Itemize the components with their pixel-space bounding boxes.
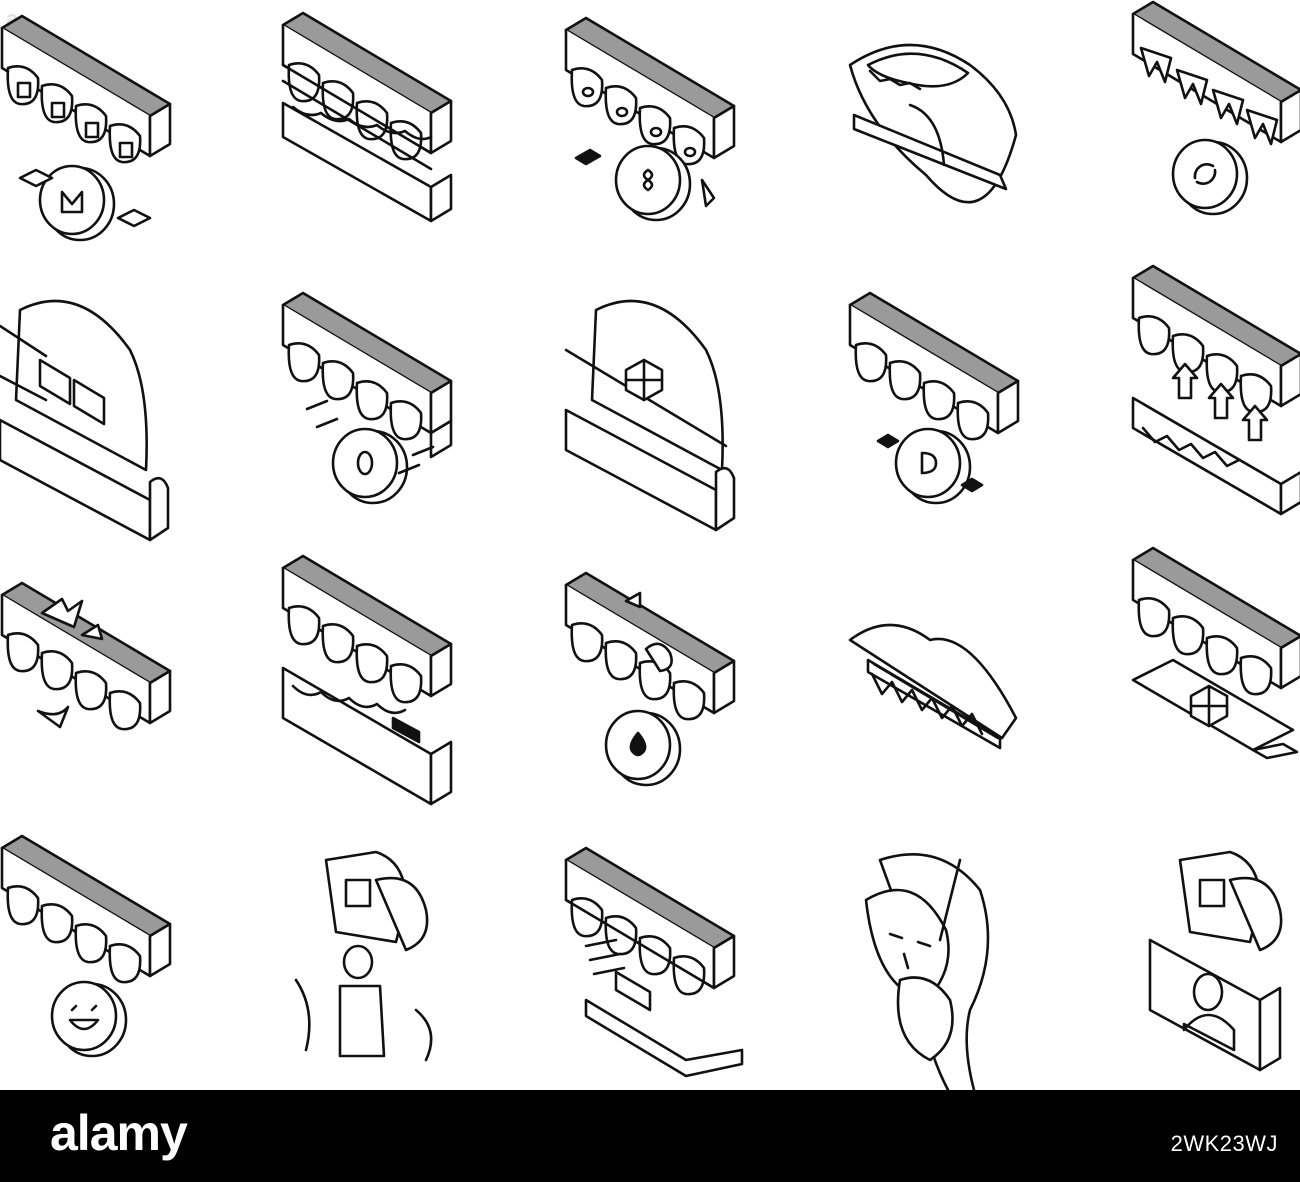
teeth-braces-wire-icon [281, 11, 453, 223]
alamy-logo[interactable]: alamy [50, 1105, 188, 1161]
teeth-ceramic-bracket-icon [281, 291, 453, 505]
teeth-broken-bracket-icon [0, 581, 172, 731]
tooth-bracket-closeup-icon [0, 299, 170, 542]
teeth-elastic-emblem-icon [564, 16, 736, 222]
mouth-brace-tool-icon [848, 43, 1018, 204]
teeth-bracket-pliers-icon [1131, 546, 1300, 760]
image-id-label: 2WK23WJ [1170, 1131, 1278, 1156]
teeth-overbite-jaws-icon [281, 554, 453, 806]
icon-grid [0, 0, 1300, 1090]
teeth-brush-cleaning-icon [564, 846, 744, 1078]
dental-consultation-monitor-icon [1148, 850, 1283, 1072]
woman-toothache-icon [864, 852, 990, 1090]
smile-braces-lips-icon [848, 623, 1018, 750]
teeth-lingual-bracket-icon [848, 291, 1020, 505]
teeth-happy-smile-icon [0, 834, 172, 1058]
teeth-replacement-emblem-icon [1131, 0, 1300, 216]
teeth-bleeding-gum-icon [564, 571, 736, 787]
teeth-bracket-emblem-icon [0, 14, 172, 242]
jaw-expander-arrows-icon [1131, 264, 1300, 516]
tooth-metal-bracket-icon [564, 299, 736, 532]
footer-bar [0, 1090, 1300, 1182]
orthodontist-chair-icon [294, 850, 433, 1062]
